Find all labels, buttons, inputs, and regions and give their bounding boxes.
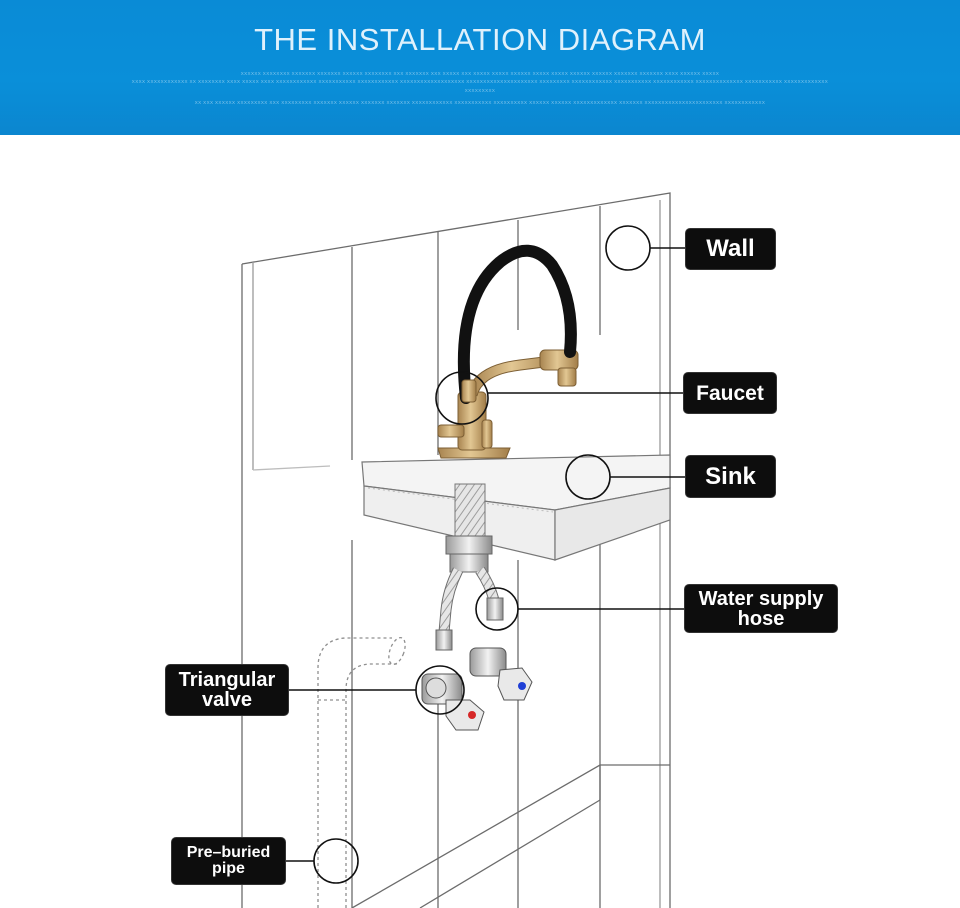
- water-supply-hose-label: Water supply hose: [685, 585, 837, 632]
- wall: [241, 192, 671, 908]
- faucet-shank: [445, 483, 493, 573]
- callout-markers: [285, 225, 686, 884]
- pre-buried-pipe: [317, 636, 406, 908]
- header-fine-print-3: XXXXXXXXX: [464, 88, 496, 93]
- header-fine-print-1: XXXXXX XXXXXXXX XXXXXXX XXXXXXX XXXXXX X…: [240, 71, 720, 76]
- sink-label: Sink: [686, 456, 775, 497]
- header-fine-print-2: XXXX XXXXXXXXXXXX XX XXXXXXXX XXXX XXXXX…: [131, 79, 829, 84]
- faucet: [437, 244, 579, 459]
- supply-hoses: [435, 566, 504, 651]
- faucet-marker: [435, 371, 489, 425]
- wall-marker: [605, 225, 651, 271]
- wall-label: Wall: [686, 229, 775, 269]
- installation-illustration: [241, 192, 686, 908]
- header-banner: THE INSTALLATION DIAGRAM XXXXXX XXXXXXXX…: [0, 0, 960, 135]
- pre-buried-pipe-label: Pre–buried pipe: [172, 838, 285, 884]
- faucet-label: Faucet: [684, 373, 776, 413]
- header-fine-print-4: XX XXX XXXXXX XXXXXXXXX XXX XXXXXXXXX XX…: [194, 100, 766, 105]
- diagram-title: THE INSTALLATION DIAGRAM: [254, 22, 706, 57]
- triangular-valve-label: Triangular valve: [166, 665, 288, 715]
- triangular-valves: [421, 647, 533, 731]
- sink-countertop: [361, 454, 671, 561]
